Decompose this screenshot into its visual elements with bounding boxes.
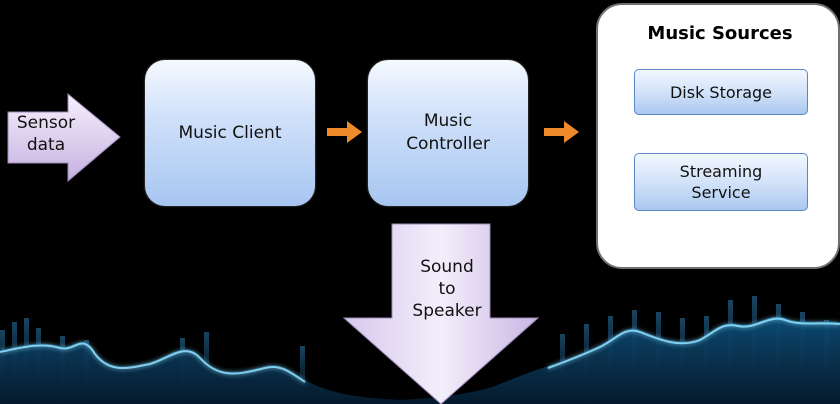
music-client-node: Music Client — [145, 60, 315, 206]
disk-storage-box: Disk Storage — [634, 69, 808, 115]
waveform-fill — [0, 316, 840, 404]
music-controller-label-line1: Music — [423, 111, 473, 131]
music-client-label: Music Client — [178, 122, 282, 143]
music-controller-label-line2: Controller — [406, 134, 490, 154]
sound-to-speaker-label: Sound to Speaker — [390, 256, 504, 322]
waveform-line-right — [547, 317, 840, 369]
streaming-service-label-line2: Service — [691, 183, 751, 202]
sensor-data-label: Sensor data — [2, 112, 90, 156]
waveform-line — [0, 342, 306, 383]
music-sources-title: Music Sources — [647, 23, 793, 44]
sound-label-line1: Sound — [420, 257, 474, 277]
sensor-label-line1: Sensor — [16, 113, 76, 133]
streaming-service-box: Streaming Service — [634, 153, 808, 211]
disk-storage-label: Disk Storage — [669, 82, 773, 102]
music-controller-node: Music Controller — [368, 60, 528, 206]
sensor-label-line2: data — [26, 135, 66, 155]
sound-label-line2: to — [438, 279, 456, 299]
music-sources-panel: Music Sources Disk Storage Streaming Ser… — [596, 3, 840, 269]
streaming-service-label-line1: Streaming — [679, 162, 763, 181]
sound-label-line3: Speaker — [412, 301, 482, 321]
